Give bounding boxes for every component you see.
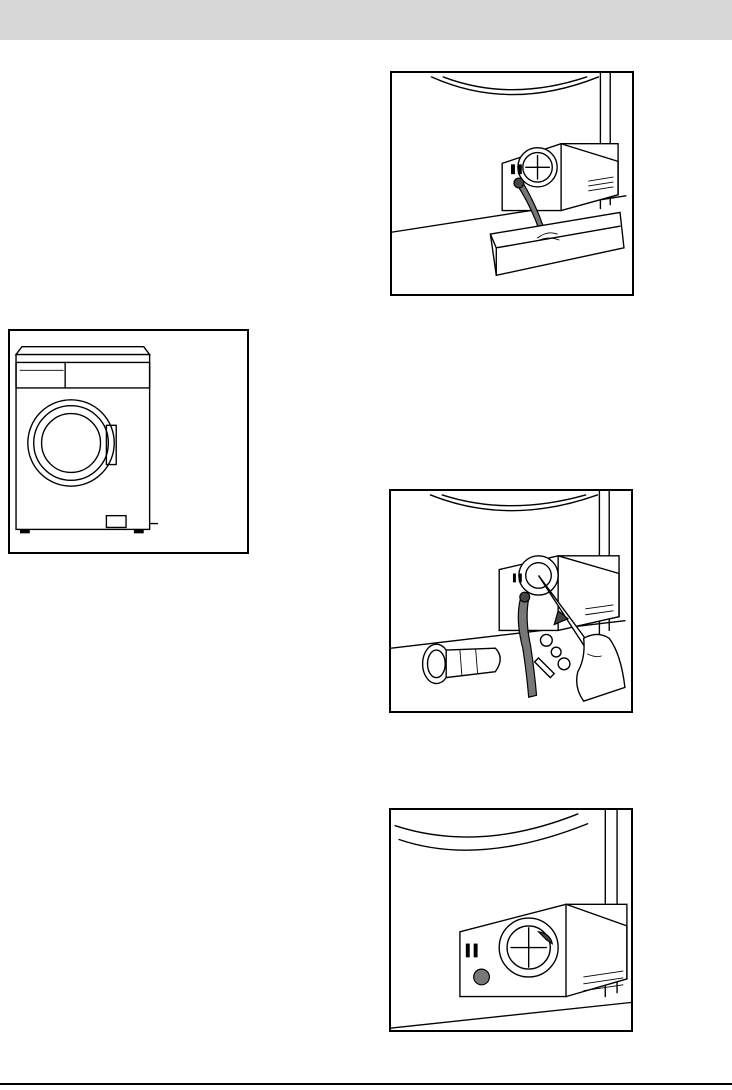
filter-removal-illustration-icon (391, 491, 631, 711)
header-bar (0, 0, 732, 40)
filter-removal-illustration-figure (389, 489, 633, 713)
washing-machine-illustration-icon (10, 331, 247, 552)
drain-hose-illustration-figure (390, 71, 634, 296)
filter-refit-illustration-icon (391, 810, 631, 1030)
washing-machine-illustration-figure (8, 329, 249, 554)
drain-hose-illustration-icon (392, 73, 632, 294)
footer-rule (0, 1083, 732, 1085)
filter-refit-illustration-figure (389, 808, 633, 1032)
